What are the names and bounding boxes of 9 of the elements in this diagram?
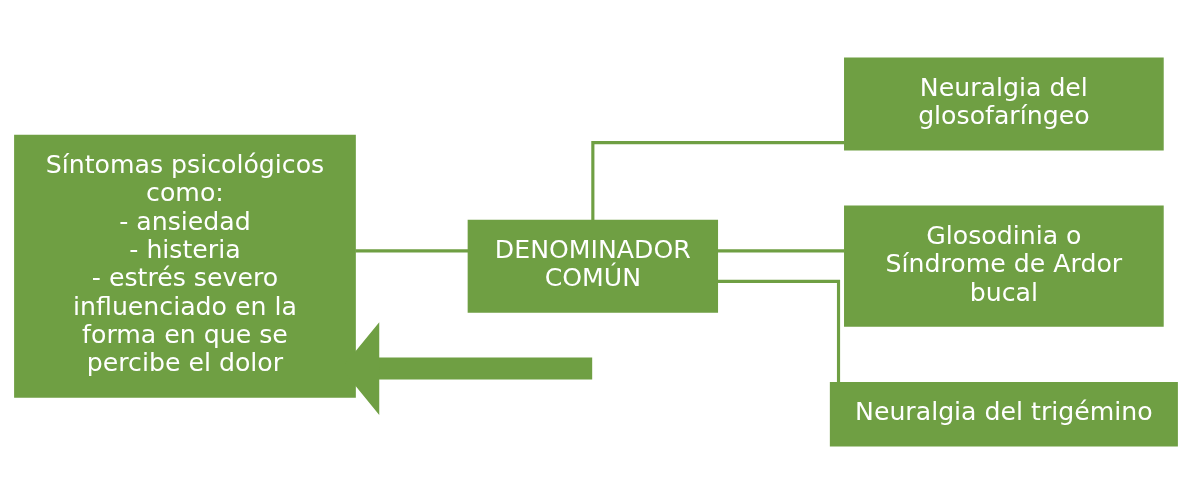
node-box: Síntomas psicológicos como: - ansiedad - histeria - estrés severo influenciado en la forma en que se percibe el dolor — [14, 134, 356, 398]
node-box: Neuralgia del trigémino — [829, 381, 1178, 446]
connector — [355, 248, 469, 252]
connector — [717, 248, 845, 252]
node-box: DENOMINADOR COMÚN — [467, 219, 719, 313]
node-box: Glosodinia o Síndrome de Ardor bucal — [844, 205, 1164, 327]
node-box: Neuralgia del glosofaríngeo — [844, 57, 1164, 150]
connector — [717, 279, 841, 382]
connector — [591, 140, 845, 220]
